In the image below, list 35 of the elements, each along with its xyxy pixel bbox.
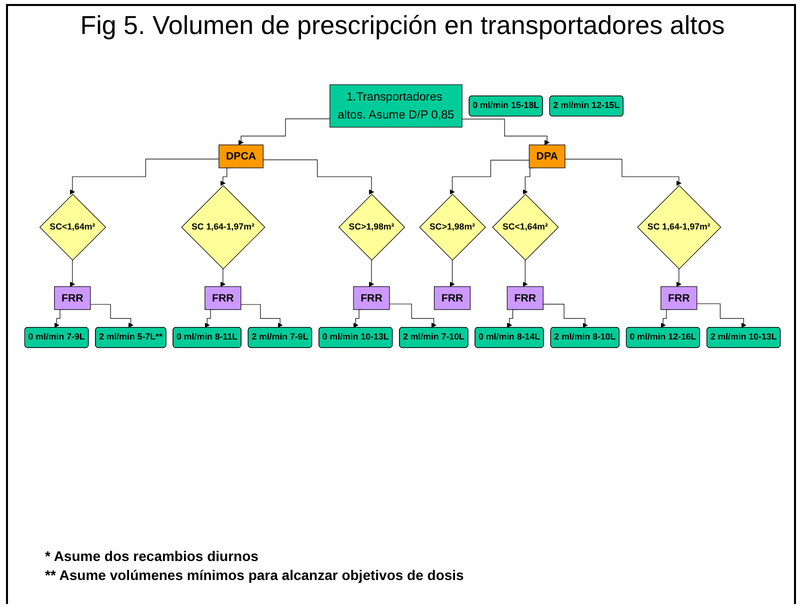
node-diamond: SC>1,98m² <box>338 194 406 261</box>
arrow <box>238 118 330 146</box>
node-box: FRR <box>204 286 242 310</box>
title: Fig 5. Volumen de prescripción en transportadores altos <box>79 10 726 40</box>
node-diamond: SC<1,64m² <box>492 194 559 261</box>
arrow <box>70 260 76 287</box>
node-diamond: SC<1,64m² <box>39 194 106 261</box>
node-box: FRR <box>660 286 698 310</box>
node-box: FRR <box>506 286 544 310</box>
node-diamond: SC>1,98m² <box>419 194 486 261</box>
footnote: ** Asume volúmenes mínimos para alcanzar objetivos de dosis <box>45 567 464 583</box>
node-box: 1.Transportadores altos. Asume D/P 0,85 <box>330 84 462 128</box>
footnote: * Asume dos recambios diurnos <box>45 548 260 564</box>
arrow <box>542 304 588 328</box>
arrow <box>696 303 746 328</box>
arrow <box>262 160 374 195</box>
arrow <box>450 260 455 287</box>
arrow <box>90 304 134 328</box>
arrow <box>240 304 283 328</box>
node-box: DPCA <box>218 144 264 168</box>
node-box: FRR <box>353 286 390 310</box>
arrow <box>220 268 226 287</box>
arrow <box>450 160 530 195</box>
arrow <box>564 158 682 186</box>
node-box: FRR <box>434 286 471 310</box>
arrow <box>462 118 550 146</box>
arrow <box>70 158 220 195</box>
node-box: FRR <box>54 286 91 310</box>
arrow <box>389 304 436 328</box>
node-box: DPA <box>528 144 566 168</box>
node-diamond: SC 1,64-1,97m² <box>637 185 722 270</box>
node-diamond: SC 1,64-1,97m² <box>181 185 266 270</box>
arrow <box>368 260 374 287</box>
arrow <box>522 260 528 287</box>
arrow <box>676 268 682 287</box>
